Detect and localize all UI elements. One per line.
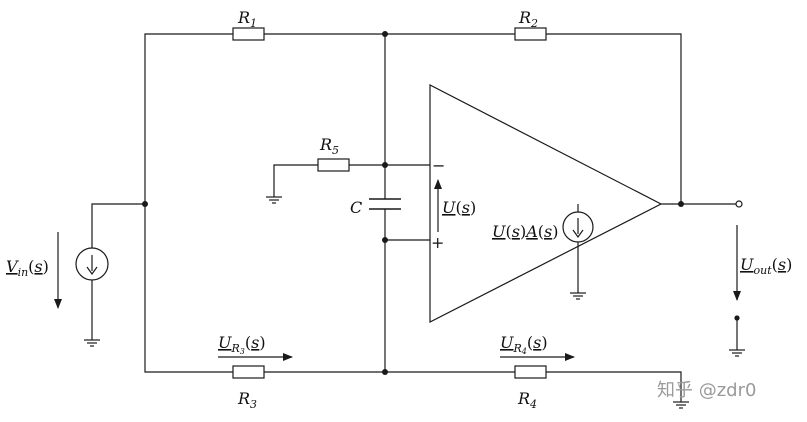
ground-icon xyxy=(266,196,282,204)
capacitor-c xyxy=(369,198,401,210)
label-ur4: UR4(s) xyxy=(500,333,548,356)
ground-icon xyxy=(673,401,689,409)
op-amp-triangle xyxy=(429,84,663,323)
vin-source xyxy=(75,203,145,347)
label-c: C xyxy=(350,198,362,217)
output-terminal xyxy=(735,200,743,208)
watermark-text: 知乎 @zdr0 xyxy=(657,380,756,401)
wire-top xyxy=(144,33,682,204)
wire-r5 xyxy=(273,164,385,197)
dependent-source xyxy=(562,204,594,300)
label-r2: R2 xyxy=(518,8,538,30)
label-vin: Vin(s) xyxy=(6,257,49,279)
label-uout: Uout(s) xyxy=(740,255,792,277)
label-minus: − xyxy=(432,156,445,175)
junction-dots xyxy=(142,31,684,375)
label-plus: + xyxy=(431,233,444,252)
label-ur3: UR3(s) xyxy=(218,333,266,356)
wire-bottom xyxy=(144,204,682,402)
label-ua-s: U(s)A(s) xyxy=(492,222,558,241)
output-ground-terminal xyxy=(729,315,745,357)
label-r5: R5 xyxy=(319,135,339,157)
label-r4: R4 xyxy=(517,389,537,411)
label-r1: R1 xyxy=(237,8,257,30)
label-u-s: U(s) xyxy=(442,198,476,217)
resistor-r5 xyxy=(317,158,350,172)
wire-middle xyxy=(384,34,430,372)
resistor-r2 xyxy=(514,27,547,41)
resistor-r4 xyxy=(514,365,547,379)
resistor-r1 xyxy=(232,27,265,41)
resistor-r3 xyxy=(232,365,265,379)
label-r3: R3 xyxy=(237,389,257,411)
